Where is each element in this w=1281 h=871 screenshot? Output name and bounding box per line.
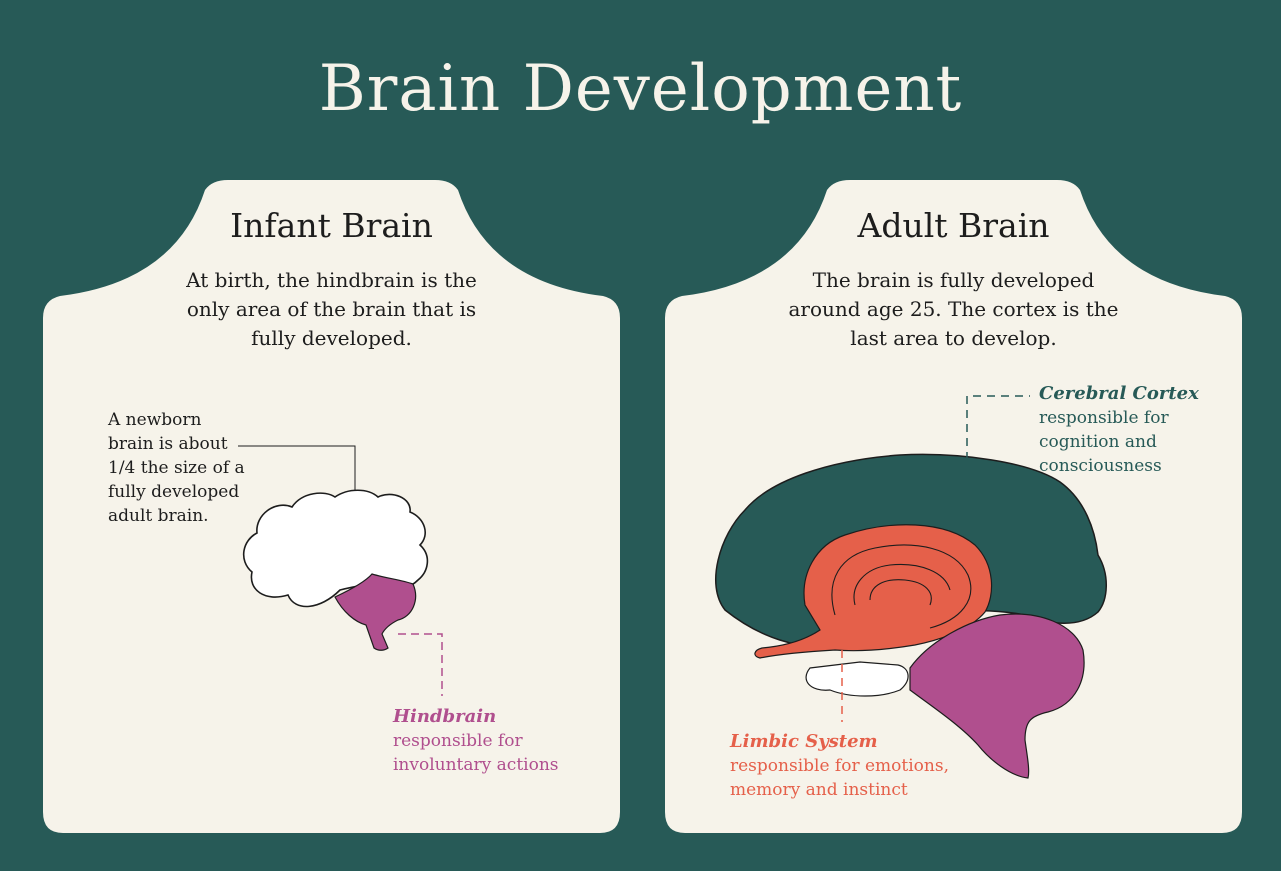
limbic-inner-lines [831, 544, 972, 629]
adult-desc-line: last area to develop. [850, 326, 1057, 350]
adult-desc-line: The brain is fully developed [812, 268, 1095, 292]
infant-desc-line: fully developed. [251, 326, 412, 350]
infant-hindbrain-shape [334, 573, 417, 651]
infant-note-line [238, 445, 356, 490]
cerebral-cortex-label: Cerebral Cortex responsible for cognitio… [1039, 382, 1199, 478]
cortex-pointer-line [966, 395, 1030, 460]
cortex-label-desc: consciousness [1039, 456, 1162, 476]
limbic-label-desc: responsible for emotions, [730, 756, 949, 776]
adult-hindbrain-shape [909, 613, 1085, 779]
note-line: brain is about [108, 434, 228, 454]
note-line: 1/4 the size of a [108, 458, 245, 478]
infant-desc-line: only area of the brain that is [186, 297, 477, 321]
infant-size-note: A newborn brain is about 1/4 the size of… [108, 408, 268, 528]
cortex-label-desc: responsible for [1039, 408, 1169, 428]
adult-card-description: The brain is fully developed around age … [665, 266, 1242, 353]
limbic-system-shape [754, 524, 993, 659]
cortex-label-name: Cerebral Cortex [1039, 383, 1199, 404]
cortex-label-desc: cognition and [1039, 432, 1157, 452]
note-line: A newborn [108, 410, 202, 430]
limbic-system-label: Limbic System responsible for emotions, … [730, 730, 949, 802]
hindbrain-label-name: Hindbrain [393, 706, 497, 727]
limbic-label-desc: memory and instinct [730, 780, 908, 800]
infant-card-title: Infant Brain [230, 206, 433, 245]
infant-brain [238, 445, 443, 696]
brainstem-outline [805, 661, 909, 697]
note-line: adult brain. [108, 506, 209, 526]
adult-brain [715, 395, 1107, 779]
adult-desc-line: around age 25. The cortex is the [788, 297, 1119, 321]
infant-desc-line: At birth, the hindbrain is the [186, 268, 477, 292]
hindbrain-pointer-line [398, 633, 443, 696]
hindbrain-label: Hindbrain responsible for involuntary ac… [393, 705, 559, 777]
note-line: fully developed [108, 482, 240, 502]
infant-card-description: At birth, the hindbrain is the only area… [43, 266, 620, 353]
hindbrain-label-desc: involuntary actions [393, 755, 559, 775]
hindbrain-label-desc: responsible for [393, 731, 523, 751]
limbic-label-name: Limbic System [730, 731, 878, 752]
adult-card-title: Adult Brain [857, 206, 1050, 245]
page-title: Brain Development [318, 52, 963, 126]
